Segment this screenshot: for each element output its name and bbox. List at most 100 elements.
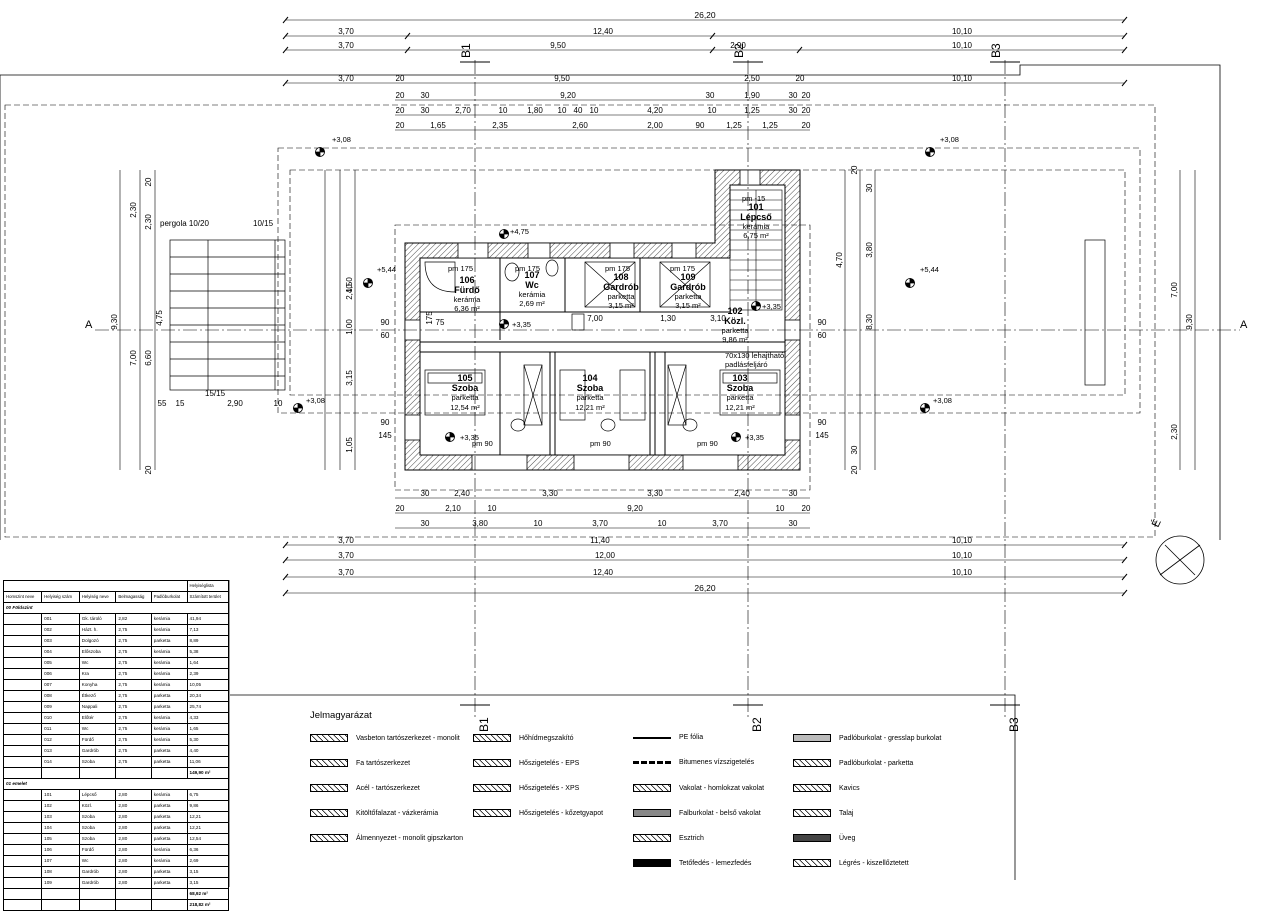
dim-left-5: 9,30 [110, 314, 119, 330]
legend-swatch-icon [310, 809, 348, 817]
svg-text:9,86 m²: 9,86 m² [722, 335, 748, 344]
table-cell: kerámia [150, 646, 188, 658]
table-cell: kerámia [150, 844, 188, 856]
table-cell: parketta [150, 800, 188, 812]
table-cell: 2,75 [115, 723, 152, 735]
level-label-5: +3,35 [512, 320, 531, 329]
table-cell: 12,21 [186, 811, 230, 823]
dim-bot-r5-2: 10,10 [952, 551, 973, 560]
level-label-10: +3,08 [306, 396, 325, 405]
table-cell: 108 [41, 866, 80, 878]
table-cell: kerámia [150, 679, 188, 691]
svg-text:Gardrób: Gardrób [603, 282, 639, 292]
schedule-header: Homszint neve [2, 591, 43, 603]
dim-right-6: 20 [850, 165, 859, 174]
dim-top-r7-3: 2,60 [572, 121, 588, 130]
legend-label: Üveg [839, 834, 856, 842]
legend-swatch-icon [473, 759, 511, 767]
dim-bot-r2-0: 20 [396, 504, 405, 513]
dim-bot-r4-0: 3,70 [338, 536, 354, 545]
dim-top-r4-5: 10,10 [952, 74, 973, 83]
dim-top-r7-7: 1,25 [762, 121, 778, 130]
table-cell: 003 [41, 635, 80, 647]
table-cell: 12,54 [186, 833, 230, 845]
dim-top-r3-3: 10,10 [952, 41, 973, 50]
legend-swatch-icon [310, 759, 348, 767]
dim-15: 15 [176, 399, 185, 408]
schedule-header: Padlóburkolat [150, 591, 188, 603]
hatch-note-2: padlásfeljáró [725, 360, 768, 369]
dim-top-r7-2: 2,35 [492, 121, 508, 130]
axis-b1-bottom: B1 [477, 717, 491, 732]
level-label-11: +3,08 [933, 396, 952, 405]
axis-b3-top: B3 [989, 43, 1003, 58]
legend-label: Tetőfedés - lemezfedés [679, 859, 752, 867]
dim-bot-r3-4: 10 [658, 519, 667, 528]
schedule-header: Belmagasság [115, 591, 152, 603]
level-marker-icons [293, 147, 935, 442]
legend-label: Esztrich [679, 834, 704, 842]
legend-label: Kitöltőfalazat - vázkerámia [356, 809, 439, 817]
level-label-3: +5,44 [377, 265, 396, 274]
table-cell: 25,74 [186, 701, 230, 713]
svg-text:parketta: parketta [607, 292, 635, 301]
legend-item: Falburkolat - belső vakolat [633, 809, 761, 817]
legend-item: Légrés - kiszellőztetett [793, 859, 909, 867]
dim-bot-r1-0: 30 [421, 489, 430, 498]
table-cell: 6,36 [186, 844, 230, 856]
dim-bot-r2-4: 10 [776, 504, 785, 513]
legend-label: Vasbeton tartószerkezet - monolit [356, 734, 460, 742]
dim-top-r7-6: 1,25 [726, 121, 742, 130]
dimension-lines [119, 16, 1196, 597]
table-cell: Közl. [78, 800, 117, 812]
table-cell: 2,80 [115, 844, 152, 856]
dim-top-r3-0: 3,70 [338, 41, 354, 50]
table-cell: parketta [150, 811, 188, 823]
dim-top-overall: 26,20 [694, 10, 716, 20]
legend-swatch-icon [793, 759, 831, 767]
dim-bot-r1-1: 2,40 [454, 489, 470, 498]
dim-right-0: 4,70 [835, 252, 844, 268]
table-cell: 7,13 [186, 624, 230, 636]
hatch-note: 70x130 lehajtható [725, 351, 784, 360]
table-cell: 011 [41, 723, 80, 735]
dim-right-1: 3,80 [865, 242, 874, 258]
legend-item: Bitumenes vízszigetelés [633, 759, 754, 766]
svg-text:parketta: parketta [674, 292, 702, 301]
svg-text:107: 107 [524, 270, 539, 280]
table-cell: Dolgozó [78, 635, 117, 647]
svg-text:pm 175: pm 175 [670, 264, 695, 273]
lbl-130: 1,30 [660, 314, 676, 323]
table-cell: Kra [78, 668, 117, 680]
table-cell: 012 [41, 734, 80, 746]
table-cell: 002 [41, 624, 80, 636]
dim-top-r4-3: 2,50 [744, 74, 760, 83]
table-cell: kerámia [150, 668, 188, 680]
section-mark-right: A [1240, 319, 1248, 331]
table-cell: 008 [41, 690, 80, 702]
legend-label: Falburkolat - belső vakolat [679, 809, 761, 817]
legend-swatch-icon [633, 736, 671, 739]
table-cell: 2,75 [115, 668, 152, 680]
legend-swatch-icon [473, 734, 511, 742]
table-cell: parketta [150, 635, 188, 647]
table-cell: 2,80 [115, 811, 152, 823]
table-cell: 009 [41, 701, 80, 713]
svg-text:12,21 m²: 12,21 m² [575, 403, 605, 412]
dim-bot-r3-2: 10 [534, 519, 543, 528]
table-cell: 2,75 [115, 756, 152, 768]
legend-swatch-icon [473, 809, 511, 817]
table-cell: 103 [41, 811, 80, 823]
dim-top-r4-1: 20 [396, 74, 405, 83]
dim-top-r4-4: 20 [796, 74, 805, 83]
dim-bot-r1-5: 30 [789, 489, 798, 498]
legend-swatch-icon [793, 809, 831, 817]
table-cell: kerámia [150, 734, 188, 746]
legend-label: Padlóburkolat - parketta [839, 759, 914, 767]
level-label-4: +5,44 [920, 265, 939, 274]
